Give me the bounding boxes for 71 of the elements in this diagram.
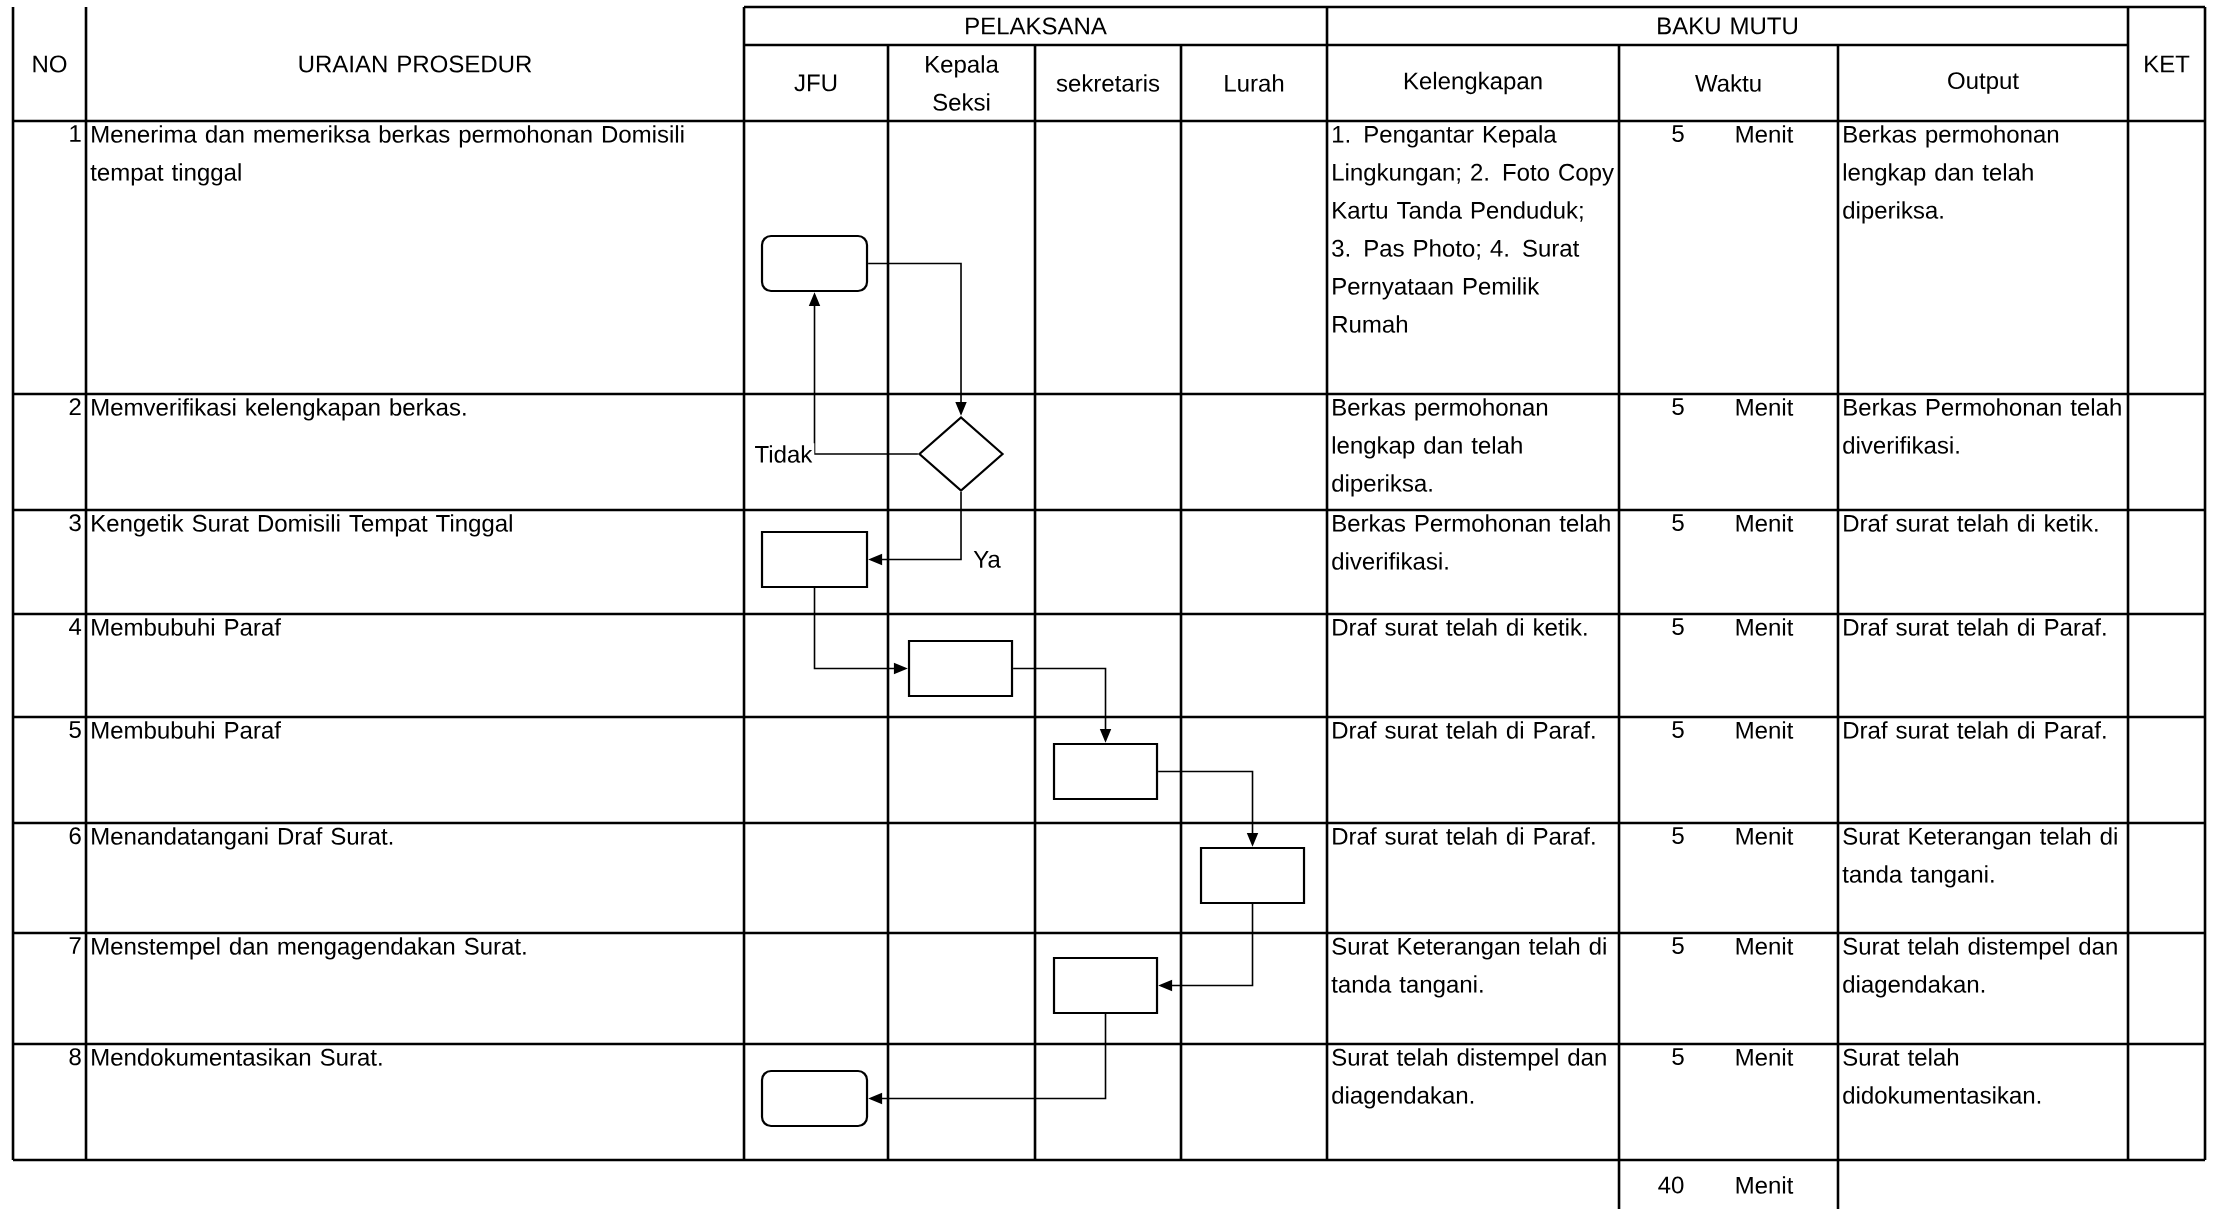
procedure-text: Memverifikasi kelengkapan berkas.	[92, 398, 466, 421]
row-number: 4	[69, 618, 82, 635]
process-box	[1052, 956, 1159, 1015]
process-box	[1199, 846, 1306, 905]
column-header: Lurah	[1225, 74, 1284, 92]
total-time-value: 40	[1658, 1176, 1684, 1194]
time-unit: Menit	[1736, 937, 1794, 955]
column-header: sekretaris	[1056, 74, 1160, 92]
requirement-text: Surat Keterangan telah di tanda tangani.	[1331, 937, 1606, 998]
row-number: 8	[69, 1048, 81, 1066]
column-header: JFU	[794, 74, 837, 92]
time-value: 5	[1672, 618, 1684, 635]
requirement-text: Berkas Permohonan telah diverifikasi.	[1332, 514, 1610, 570]
row-number: 5	[69, 721, 81, 738]
time-value: 5	[1672, 1048, 1684, 1065]
time-value: 5	[1672, 398, 1684, 415]
time-value: 5	[1672, 514, 1684, 531]
process-box	[760, 530, 869, 589]
requirement-text: Surat telah distempel dan diagendakan.	[1332, 1048, 1606, 1109]
requirement-text: Berkas permohonan lengkap dan telah diperiksa.	[1332, 398, 1548, 497]
time-value: 5	[1672, 125, 1684, 142]
column-header: PELAKSANA	[966, 17, 1107, 35]
row-number: 1	[70, 125, 81, 142]
time-unit: Menit	[1736, 618, 1794, 636]
row-number: 3	[69, 514, 81, 532]
time-unit: Menit	[1736, 514, 1794, 532]
column-header: KET	[2145, 55, 2190, 73]
edge-label: Ya	[971, 549, 1003, 570]
output-text: Surat Keterangan telah di tanda tangani.	[1842, 827, 2117, 888]
process-box	[907, 639, 1014, 698]
time-value: 5	[1672, 827, 1684, 844]
column-header: Kelengkapan	[1404, 71, 1542, 95]
requirement-text: Draf surat telah di Paraf.	[1333, 721, 1595, 739]
column-header: Waktu	[1695, 74, 1761, 92]
procedure-text: Mendokumentasikan Surat.	[92, 1048, 382, 1066]
row-number: 6	[69, 827, 81, 845]
time-unit: Menit	[1736, 827, 1794, 845]
terminal-box	[760, 1069, 869, 1128]
output-text: Berkas permohonan lengkap dan telah diperiksa.	[1843, 125, 2059, 224]
row-number: 7	[69, 937, 81, 954]
column-header: NO	[33, 55, 67, 73]
output-text: Berkas Permohonan telah diverifikasi.	[1843, 398, 2121, 454]
procedure-text: Menerima dan memeriksa berkas permohonan Domisili tempat tinggal	[90, 125, 684, 186]
time-unit: Menit	[1736, 1048, 1794, 1066]
time-unit: Menit	[1736, 1176, 1794, 1194]
time-unit: Menit	[1736, 721, 1794, 739]
output-text: Draf surat telah di Paraf.	[1844, 721, 2106, 739]
column-header: URAIAN PROSEDUR	[299, 55, 532, 73]
column-header: Kepala Seksi	[926, 55, 999, 111]
procedure-text: Membubuhi Paraf	[92, 618, 281, 636]
output-text: Surat telah distempel dan diagendakan.	[1843, 937, 2117, 998]
requirement-text: 1. Pengantar Kepala Lingkungan; 2. Foto Copy Kartu Tanda Penduduk; 3. Pas Photo; 4. Surat Pernyataan Pemilik Rumah	[1332, 125, 1614, 333]
procedure-text: Membubuhi Paraf	[92, 721, 281, 739]
procedure-text: Kengetik Surat Domisili Tempat Tinggal	[92, 514, 512, 537]
time-value: 5	[1672, 937, 1684, 954]
output-text: Draf surat telah di Paraf.	[1844, 618, 2106, 636]
time-value: 5	[1672, 721, 1684, 738]
process-box	[1052, 742, 1159, 801]
row-number: 2	[69, 398, 81, 415]
time-unit: Menit	[1736, 125, 1794, 143]
terminal-box	[760, 234, 869, 293]
requirement-text: Draf surat telah di Paraf.	[1333, 827, 1595, 845]
procedure-text: Menandatangani Draf Surat.	[92, 827, 393, 850]
edge-label: Tidak	[752, 443, 815, 465]
column-header: BAKU MUTU	[1658, 17, 1797, 35]
requirement-text: Draf surat telah di ketik.	[1333, 618, 1587, 636]
procedure-text: Menstempel dan mengagendakan Surat.	[92, 937, 526, 960]
column-header: Output	[1948, 72, 2019, 94]
time-unit: Menit	[1736, 398, 1794, 416]
output-text: Draf surat telah di ketik.	[1844, 514, 2098, 532]
output-text: Surat telah didokumentasikan.	[1843, 1048, 2041, 1104]
